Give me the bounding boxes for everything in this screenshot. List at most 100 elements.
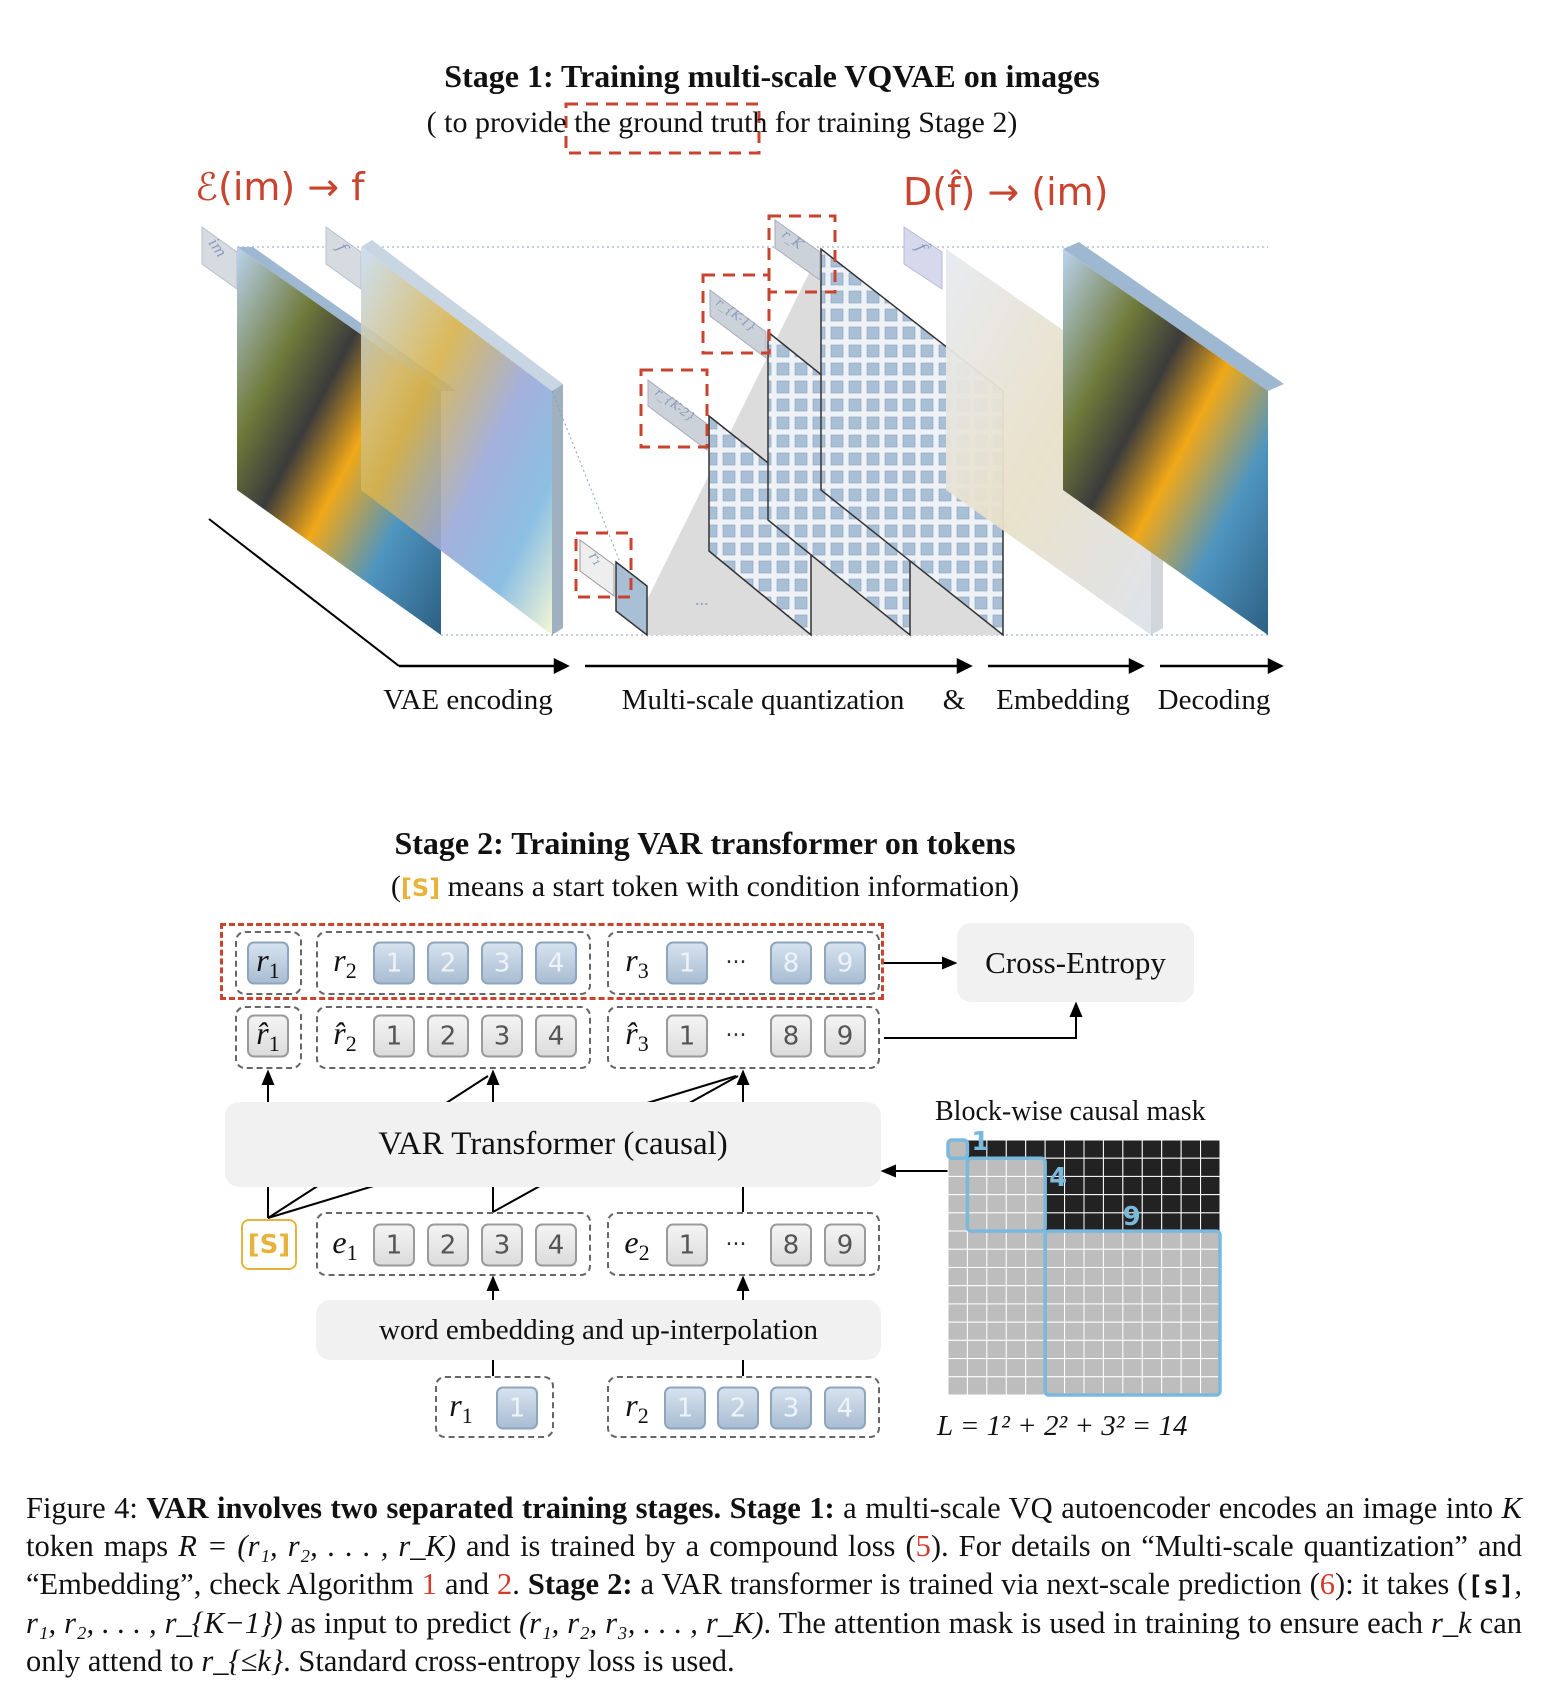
mask-cell xyxy=(986,1358,1007,1378)
token: 1 xyxy=(373,1014,415,1058)
mask-block-label: 4 xyxy=(1049,1163,1067,1193)
token: 4 xyxy=(535,1014,577,1058)
mask-cell xyxy=(1161,1321,1182,1341)
mask-cell xyxy=(1161,1194,1182,1214)
mask-cell xyxy=(1083,1139,1104,1159)
mask-cell xyxy=(1083,1175,1104,1196)
caption-text: as input to predict xyxy=(282,1606,519,1641)
token: ··· xyxy=(725,1232,747,1258)
caption-text: and xyxy=(437,1566,498,1601)
mask-cell xyxy=(1083,1194,1104,1214)
mask-cell xyxy=(1025,1139,1046,1159)
mask-cell xyxy=(1025,1339,1046,1360)
token: 3 xyxy=(481,1223,523,1267)
mask-cell xyxy=(1200,1212,1221,1232)
stage1-subtitle: ( to provide the ground truth for traini… xyxy=(427,106,1018,140)
mask-cell xyxy=(1161,1175,1182,1196)
scale-label: r1 xyxy=(449,1386,473,1429)
token: 1 xyxy=(373,941,415,985)
mask-cell xyxy=(1200,1358,1221,1378)
mask-cell xyxy=(1025,1248,1046,1269)
mask-cell xyxy=(1025,1157,1046,1177)
mask-cell xyxy=(1044,1321,1066,1341)
token: 8 xyxy=(770,1014,812,1058)
token-r1 xyxy=(247,941,289,985)
mask-cell xyxy=(986,1339,1007,1360)
mask-cell xyxy=(1064,1321,1085,1341)
target-highlight-box xyxy=(220,923,884,1000)
mask-cell xyxy=(947,1248,968,1269)
mask-cell xyxy=(1180,1339,1202,1360)
mask-cell xyxy=(1102,1376,1124,1396)
mask-cell xyxy=(1102,1267,1124,1287)
mask-cell xyxy=(1005,1212,1027,1232)
token: 9 xyxy=(824,941,866,985)
mask-cell xyxy=(986,1267,1007,1287)
mask-cell xyxy=(1122,1139,1143,1159)
mask-cell xyxy=(1064,1376,1085,1396)
caption-text: a multi-scale VQ autoencoder encodes an … xyxy=(834,1491,1502,1525)
mask-cell xyxy=(1025,1285,1046,1305)
mask-cell xyxy=(1064,1303,1085,1323)
token: 1 xyxy=(666,1223,708,1267)
mask-cell xyxy=(1102,1358,1124,1378)
mask-cell xyxy=(1200,1248,1221,1269)
mask-cell xyxy=(1064,1175,1085,1196)
mask-cell xyxy=(1025,1321,1046,1341)
equation-ref-link[interactable]: 5 xyxy=(915,1528,931,1563)
token-group xyxy=(607,1376,880,1438)
mask-cell xyxy=(966,1157,988,1177)
mask-cell xyxy=(1044,1376,1066,1396)
tab-rK-2 xyxy=(647,379,708,451)
mask-cell xyxy=(1141,1339,1163,1360)
step-multiscale-quantization: Multi-scale quantization xyxy=(621,684,905,716)
algorithm-ref-link[interactable]: 1 xyxy=(421,1566,438,1601)
mask-cell xyxy=(1161,1212,1182,1232)
scale-label: r2 xyxy=(333,941,357,984)
mask-cell xyxy=(1025,1212,1046,1232)
mask-cell xyxy=(1064,1194,1085,1214)
equation-ref-link[interactable]: 6 xyxy=(1319,1566,1336,1601)
token: 2 xyxy=(427,941,469,985)
mask-cell xyxy=(947,1376,968,1396)
token: 1 xyxy=(666,941,708,985)
mask-cell xyxy=(1141,1303,1163,1323)
token: 8 xyxy=(770,941,812,985)
mask-cell xyxy=(1200,1230,1221,1250)
mask-cell xyxy=(947,1321,968,1341)
algorithm-ref-link[interactable]: 2 xyxy=(497,1566,513,1601)
mask-cell xyxy=(966,1212,988,1232)
caption-math: K xyxy=(1501,1491,1522,1525)
mask-cell xyxy=(1044,1339,1066,1360)
mask-block-label: 1 xyxy=(971,1127,989,1157)
mask-cell xyxy=(1102,1285,1124,1305)
subtitle-text: ( to provide the xyxy=(426,106,619,139)
mask-cell xyxy=(1064,1358,1085,1378)
highlight-rK-1 xyxy=(701,273,771,355)
token-map-r1 xyxy=(615,560,648,637)
mask-cell xyxy=(1161,1376,1182,1396)
step-ampersand: & xyxy=(942,684,966,716)
caption-bold: Stage 2: xyxy=(527,1566,633,1601)
mask-cell xyxy=(1064,1212,1085,1232)
token-group xyxy=(316,1006,591,1069)
mask-cell xyxy=(1122,1303,1143,1323)
mask-cell xyxy=(1122,1157,1143,1177)
mask-cell xyxy=(1025,1267,1046,1287)
mask-cell xyxy=(966,1376,988,1396)
token: ··· xyxy=(725,1023,747,1049)
mask-cell xyxy=(1044,1212,1066,1232)
mask-cell xyxy=(986,1157,1007,1177)
mask-cell xyxy=(1005,1358,1027,1378)
caption-text: can only attend to xyxy=(26,1606,1523,1679)
var-transformer-box: VAR Transformer (causal) xyxy=(225,1102,881,1187)
mask-block-outline xyxy=(965,1156,1047,1233)
mask-cell xyxy=(986,1376,1007,1396)
mask-cell xyxy=(947,1194,968,1214)
mask-cell xyxy=(1180,1212,1202,1232)
mask-cell xyxy=(1102,1212,1124,1232)
caption-math: R = (r₁, r₂, . . . , r_K) xyxy=(178,1528,456,1563)
mask-cell xyxy=(1161,1248,1182,1269)
scale-label: e1 xyxy=(332,1223,358,1266)
mask-cell xyxy=(1005,1285,1027,1305)
